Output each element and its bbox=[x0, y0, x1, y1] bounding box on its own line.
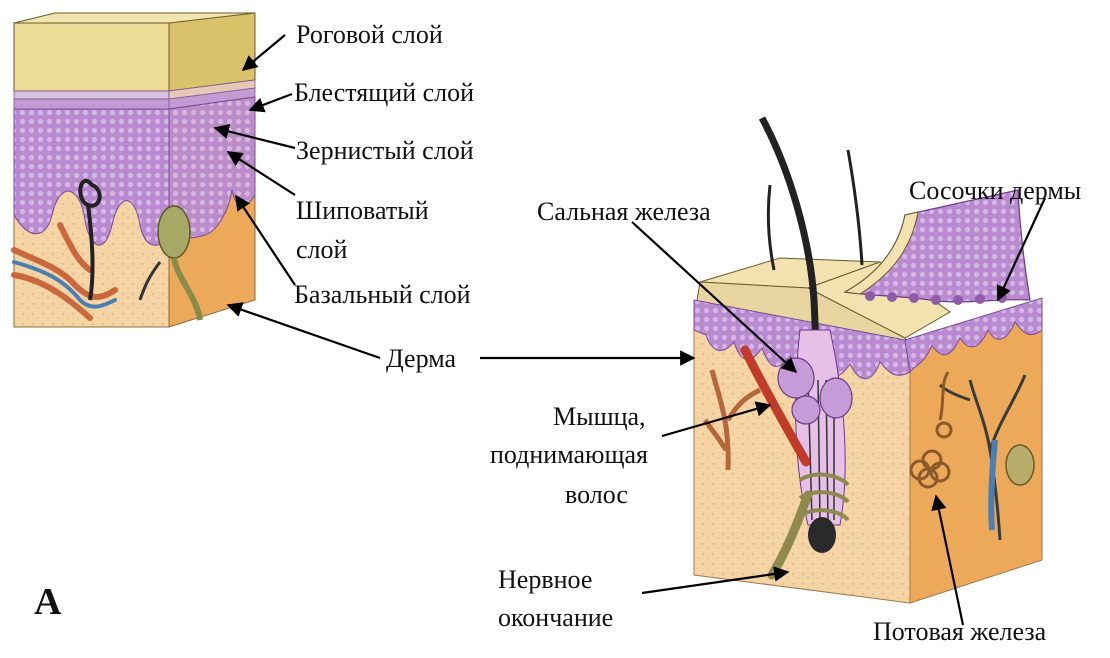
granulosum-front bbox=[14, 99, 169, 109]
label-stratum-granulosum: Зернистый слой bbox=[296, 136, 474, 166]
label-stratum-basale: Базальный слой bbox=[294, 280, 471, 310]
label-stratum-lucidum: Блестящий слой bbox=[294, 78, 474, 108]
thin-hair-1 bbox=[768, 185, 774, 270]
label-arrector-muscle-line1: Мышца, bbox=[553, 402, 646, 432]
label-arrector-muscle-line3: волос bbox=[565, 480, 628, 510]
epidermis-block-left bbox=[14, 13, 255, 327]
arrow-lucidum bbox=[250, 94, 292, 110]
thin-hair-2 bbox=[848, 150, 862, 265]
corneum-front bbox=[14, 23, 169, 91]
label-sebaceous-gland: Сальная железа bbox=[537, 197, 711, 227]
label-stratum-spinosum-line2: слой bbox=[296, 235, 347, 265]
label-dermal-papillae: Сосочки дермы bbox=[909, 176, 1081, 206]
sebaceous-lobe-1 bbox=[778, 358, 814, 398]
arrow-dermis-left bbox=[228, 305, 380, 358]
label-nerve-ending-line2: окончание bbox=[498, 603, 613, 633]
sebaceous-lobe-3 bbox=[792, 396, 820, 424]
label-stratum-spinosum-line1: Шиповатый bbox=[296, 196, 429, 226]
label-sweat-gland: Потовая железа bbox=[873, 617, 1046, 647]
sebaceous-lobe-2 bbox=[820, 378, 852, 418]
lucidum-front bbox=[14, 91, 169, 99]
hair-bulb bbox=[808, 517, 836, 553]
corneum-side bbox=[169, 13, 255, 91]
panel-letter: А bbox=[34, 580, 61, 624]
label-nerve-ending-line1: Нервное bbox=[498, 565, 592, 595]
label-stratum-corneum: Роговой слой bbox=[296, 20, 443, 50]
gland-oval-left bbox=[158, 206, 190, 258]
pacinian-body bbox=[1006, 445, 1034, 485]
label-arrector-muscle-line2: поднимающая bbox=[490, 440, 648, 470]
label-dermis: Дерма bbox=[386, 344, 456, 374]
